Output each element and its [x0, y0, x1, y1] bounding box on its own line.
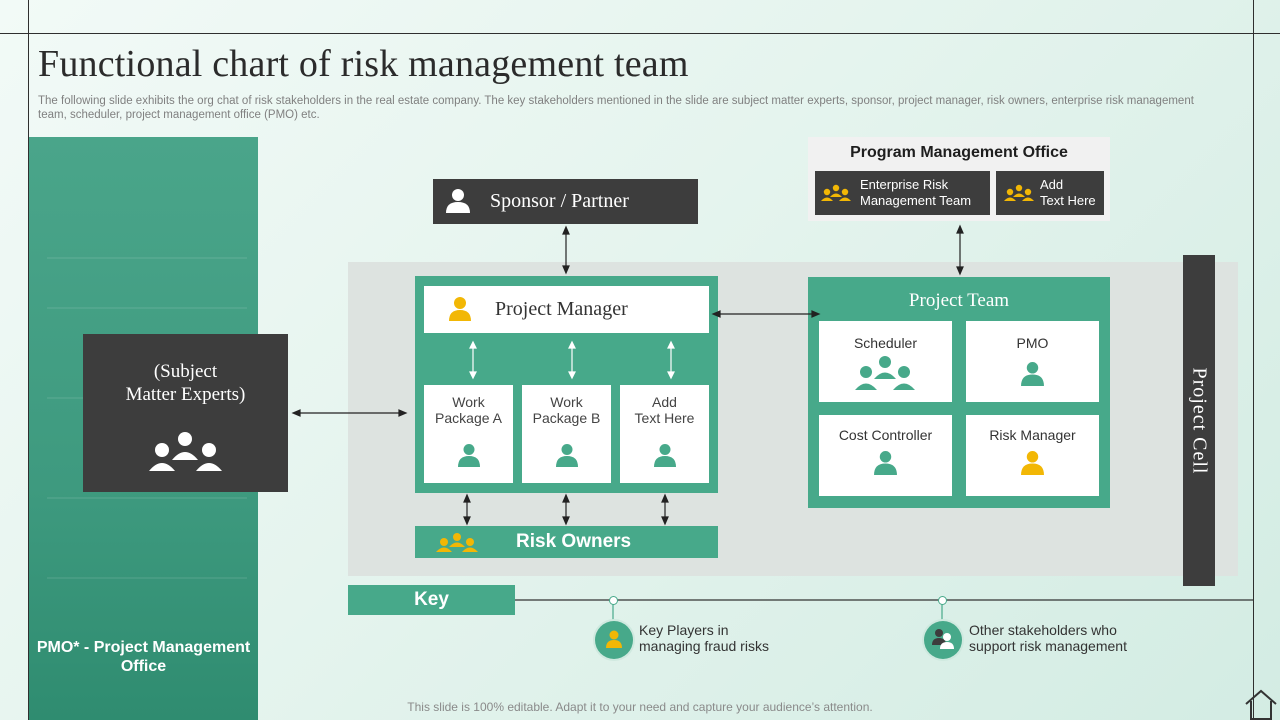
right-border-line [1253, 0, 1254, 720]
group-icon [821, 184, 851, 202]
package-line2: Package B [532, 410, 601, 426]
top-border-line [0, 33, 1280, 34]
project-cell-bar: Project Cell [1183, 255, 1215, 586]
subject-matter-experts-box: (Subject Matter Experts) [83, 334, 288, 492]
page-subtitle: The following slide exhibits the org cha… [38, 95, 1194, 121]
pmo-footnote: PMO* - Project Management Office [36, 639, 251, 675]
member-label: Risk Manager [989, 427, 1076, 443]
package-line1: Work [452, 394, 485, 410]
page-title: Functional chart of risk management team [38, 43, 689, 85]
member-label: PMO [1016, 335, 1049, 351]
person-icon [606, 630, 622, 648]
key-player-legend-text: Key Players in managing fraud risks [639, 622, 769, 654]
key-marker-dot [609, 596, 618, 605]
key-label: Key [414, 589, 449, 610]
project-manager-header: Project Manager [424, 286, 709, 333]
home-icon[interactable] [1243, 688, 1279, 720]
footer-note: This slide is 100% editable. Adapt it to… [407, 700, 873, 714]
team-member-card: Risk Manager [966, 415, 1099, 496]
package-line2: Package A [435, 410, 502, 426]
key-label-box: Key [348, 585, 515, 615]
key-marker-dot [938, 596, 947, 605]
team-member-card: Scheduler [819, 321, 952, 402]
group-icon [853, 355, 917, 391]
legend-line2: support risk management [969, 638, 1127, 654]
sme-label-line1: (Subject [153, 361, 218, 382]
two-people-icon [932, 629, 954, 649]
sponsor-partner-box: Sponsor / Partner [433, 179, 698, 224]
person-icon [1020, 450, 1045, 475]
legend-line1: Key Players in [639, 622, 729, 638]
person-icon [457, 443, 481, 467]
person-icon [1020, 361, 1045, 386]
member-label: Scheduler [853, 335, 918, 351]
add-text-line2: Text Here [1040, 193, 1096, 208]
other-stakeholders-legend-text: Other stakeholders who support risk mana… [969, 622, 1127, 654]
program-management-office: Program Management Office Enterprise Ris… [808, 137, 1110, 221]
project-team-title: Project Team [908, 290, 1010, 311]
member-label: Cost Controller [838, 427, 933, 443]
legend-line2: managing fraud risks [639, 638, 769, 654]
add-text-box: Add Text Here [996, 171, 1104, 215]
project-manager-label: Project Manager [495, 298, 628, 320]
group-icon [1004, 184, 1034, 202]
legend-line1: Other stakeholders who [969, 622, 1117, 638]
project-team-box: Project Team Scheduler PMO Cost Controll… [808, 277, 1110, 508]
team-member-card: PMO [966, 321, 1099, 402]
group-icon [147, 430, 225, 474]
risk-owners-label: Risk Owners [516, 531, 632, 552]
add-text-line1: Add [1040, 177, 1064, 192]
person-icon [555, 443, 579, 467]
person-icon [653, 443, 677, 467]
enterprise-risk-line1: Enterprise Risk [860, 177, 949, 192]
package-line1: Add [652, 394, 677, 410]
sme-label-line2: Matter Experts) [125, 384, 246, 405]
sponsor-label: Sponsor / Partner [490, 190, 629, 212]
enterprise-risk-line2: Management Team [860, 193, 972, 208]
enterprise-risk-team-box: Enterprise Risk Management Team [815, 171, 990, 215]
other-stakeholders-legend-icon [924, 621, 962, 659]
risk-owners-box: Risk Owners [415, 526, 718, 558]
group-icon [436, 532, 478, 553]
package-line2: Text Here [634, 410, 695, 426]
key-player-legend-icon [595, 621, 633, 659]
left-border-line [28, 0, 29, 720]
team-member-card: Cost Controller [819, 415, 952, 496]
person-icon [448, 296, 472, 322]
inner-arrows [469, 340, 675, 380]
person-icon [445, 188, 471, 214]
program-office-title: Program Management Office [850, 144, 1068, 161]
package-line1: Work [550, 394, 583, 410]
person-icon [873, 450, 898, 475]
